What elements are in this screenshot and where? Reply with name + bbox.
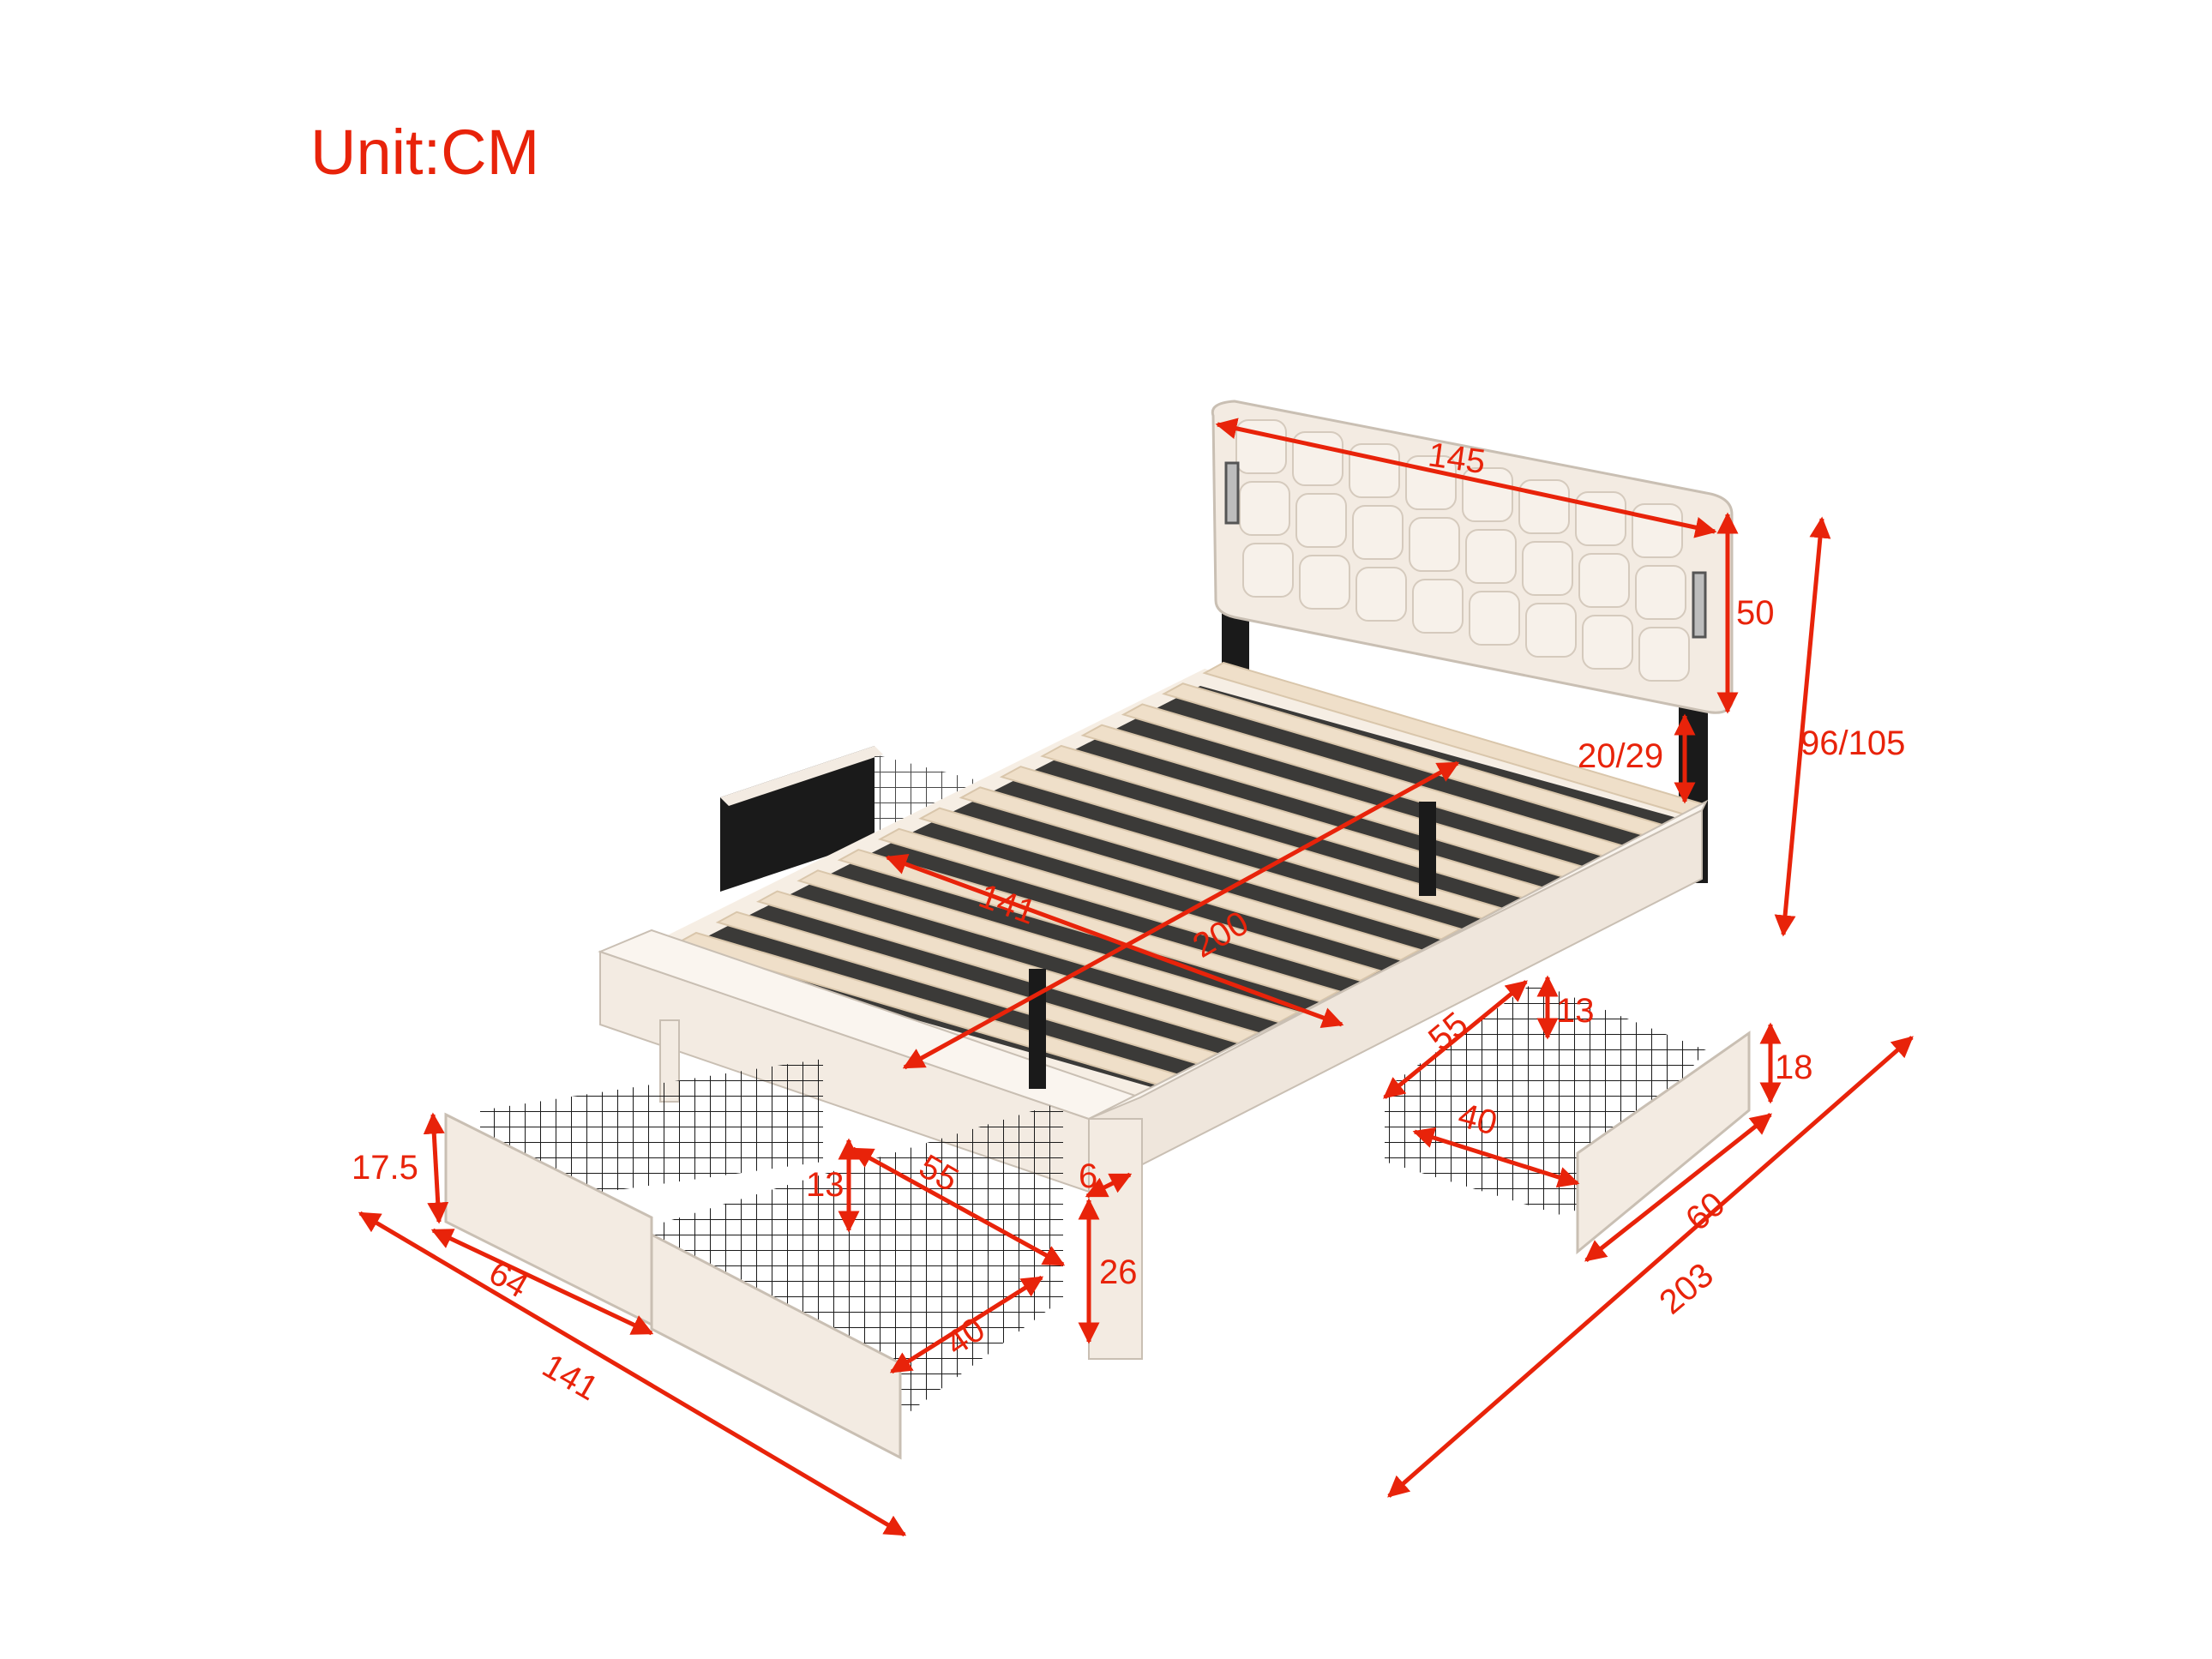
label-rail-thickness: 6 — [1079, 1157, 1097, 1195]
headboard-tuft — [1525, 603, 1577, 658]
label-headboard-adjust: 20/29 — [1578, 737, 1663, 775]
label-total-height: 96/105 — [1800, 724, 1905, 762]
label-drawer-right-depth: 60 — [1679, 1185, 1732, 1238]
label-headboard-height: 50 — [1736, 594, 1775, 632]
arrow-rail-thickness — [1085, 1172, 1133, 1199]
label-overall-width: 141 — [536, 1347, 604, 1408]
arrow-drawer-front-height — [423, 1112, 449, 1224]
headboard-tuft — [1469, 591, 1520, 646]
headboard-tuft — [1582, 615, 1633, 670]
arrow-drawer-left-length — [851, 1146, 1066, 1267]
label-overall-length: 203 — [1652, 1256, 1720, 1322]
headboard-tuft — [1355, 567, 1407, 622]
headboard-tuft — [1242, 543, 1294, 598]
headboard-tuft — [1635, 565, 1686, 620]
arrow-drawer-left-width — [889, 1275, 1044, 1374]
bed-illustration — [444, 400, 1751, 1460]
headboard-tuft — [1632, 503, 1683, 558]
headboard-tuft — [1638, 627, 1690, 682]
label-rail-height: 26 — [1099, 1253, 1138, 1291]
label-drawer-right-basket-height: 13 — [1556, 992, 1595, 1030]
arrow-headboard-width — [1215, 418, 1717, 538]
arrow-total-height — [1774, 516, 1831, 937]
arrow-overall-length — [1387, 1036, 1914, 1498]
dimension-arrows — [358, 418, 1914, 1537]
arrow-inner-length — [902, 760, 1460, 1070]
label-headboard-width: 145 — [1426, 436, 1488, 481]
headboard-tuft — [1518, 479, 1570, 534]
headboard-tuft — [1299, 555, 1350, 610]
unit-label: Unit:CM — [310, 117, 540, 188]
label-drawer-left-basket-height: 13 — [806, 1166, 845, 1204]
headboard-tuft — [1349, 443, 1400, 498]
headboard-tuft — [1578, 553, 1630, 608]
headboard-tuft — [1465, 529, 1517, 584]
headboard-tuft — [1412, 579, 1464, 634]
headboard-tuft — [1522, 541, 1573, 596]
headboard-tuft — [1239, 481, 1290, 536]
headboard-tuft — [1575, 491, 1626, 546]
headboard-tuft — [1295, 493, 1347, 548]
label-drawer-right-front-height: 18 — [1775, 1049, 1813, 1086]
headboard-tuft — [1409, 517, 1460, 572]
label-drawer-front-height: 17.5 — [352, 1149, 418, 1187]
headboard-tuft — [1352, 505, 1404, 560]
arrow-overall-width — [358, 1211, 907, 1537]
